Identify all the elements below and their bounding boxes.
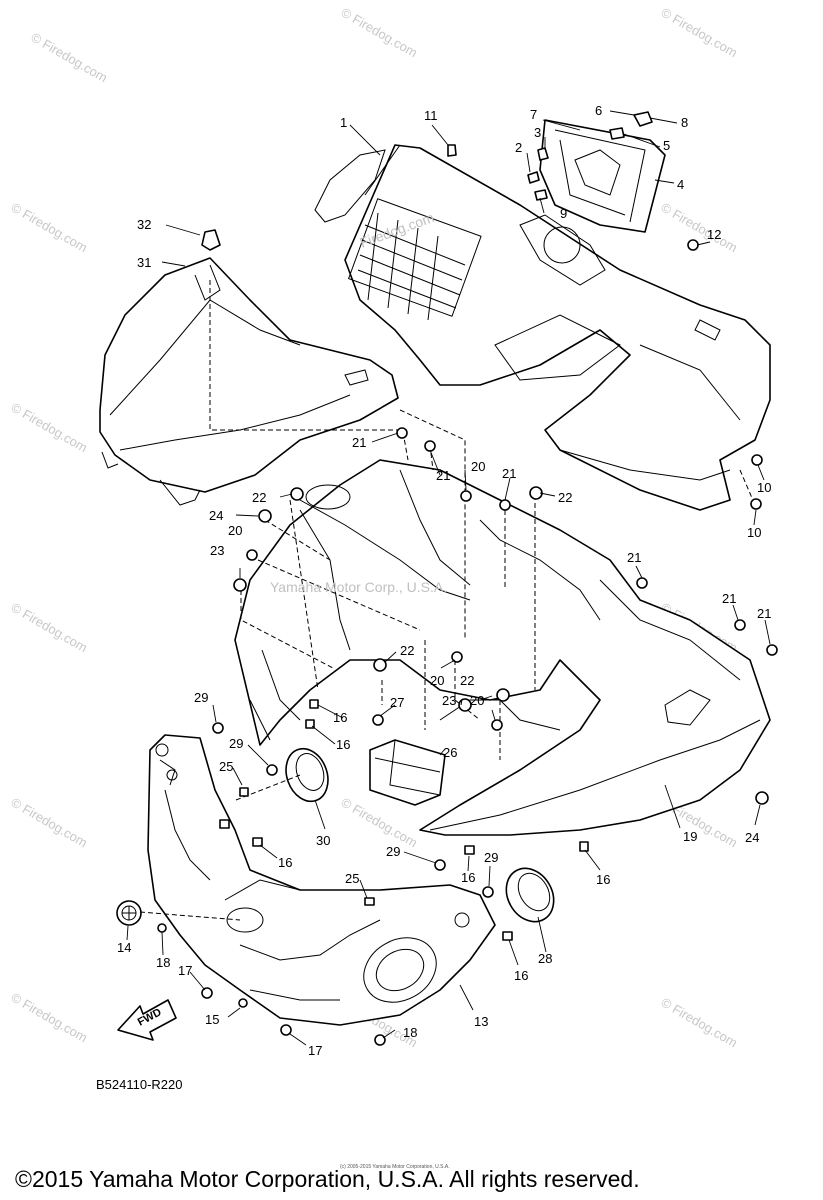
callout-10b: 10 bbox=[747, 525, 761, 540]
callout-13: 13 bbox=[474, 1014, 488, 1029]
callout-29a: 29 bbox=[194, 690, 208, 705]
callout-29c: 29 bbox=[386, 844, 400, 859]
callout-22a: 22 bbox=[252, 490, 266, 505]
callout-27: 27 bbox=[390, 695, 404, 710]
callout-24a: 24 bbox=[209, 508, 223, 523]
copyright-notice: ©2015 Yamaha Motor Corporation, U.S.A. A… bbox=[15, 1166, 640, 1192]
callout-28: 28 bbox=[538, 951, 552, 966]
callout-16b: 16 bbox=[336, 737, 350, 752]
callout-16f: 16 bbox=[514, 968, 528, 983]
mounting-bracket bbox=[369, 739, 446, 806]
watermark-text: © Firedog.com bbox=[29, 30, 111, 86]
callout-2: 2 bbox=[515, 140, 522, 155]
callout-21e: 21 bbox=[722, 591, 736, 606]
watermark-text: © Firedog.com bbox=[659, 200, 741, 256]
fine-print: (c) 2005-2015 Yamaha Motor Corporation, … bbox=[340, 1164, 450, 1170]
callout-24b: 24 bbox=[745, 830, 759, 845]
forward-direction-arrow: FWD bbox=[117, 999, 177, 1041]
callout-7: 7 bbox=[530, 107, 537, 122]
callout-12: 12 bbox=[707, 227, 721, 242]
callout-31: 31 bbox=[137, 255, 151, 270]
callout-16c: 16 bbox=[278, 855, 292, 870]
callout-22c: 22 bbox=[400, 643, 414, 658]
watermark-text: © Firedog.com bbox=[9, 400, 91, 456]
callout-18a: 18 bbox=[156, 955, 170, 970]
callout-20d: 20 bbox=[470, 693, 484, 708]
callout-6: 6 bbox=[595, 103, 602, 118]
callout-3: 3 bbox=[534, 125, 541, 140]
callout-26: 26 bbox=[443, 745, 457, 760]
callout-19: 19 bbox=[683, 829, 697, 844]
emblem-badge bbox=[116, 900, 142, 926]
watermark-text: © Firedog.com bbox=[9, 990, 91, 1046]
watermark-text: © Firedog.com bbox=[9, 600, 91, 656]
callout-21a: 21 bbox=[352, 435, 366, 450]
callout-5: 5 bbox=[663, 138, 670, 153]
callout-20b: 20 bbox=[228, 523, 242, 538]
headlight-ring-right bbox=[505, 867, 555, 923]
callout-16a: 16 bbox=[333, 710, 347, 725]
callout-30: 30 bbox=[316, 833, 330, 848]
callout-23b: 23 bbox=[442, 693, 456, 708]
callout-10a: 10 bbox=[757, 480, 771, 495]
callout-11: 11 bbox=[424, 108, 438, 123]
callout-17b: 17 bbox=[308, 1043, 322, 1058]
callout-1: 1 bbox=[340, 115, 347, 130]
callout-22d: 22 bbox=[460, 673, 474, 688]
fasteners bbox=[157, 111, 778, 1046]
callout-9: 9 bbox=[560, 206, 567, 221]
callout-29d: 29 bbox=[484, 850, 498, 865]
callout-16e: 16 bbox=[596, 872, 610, 887]
callout-15: 15 bbox=[205, 1012, 219, 1027]
callout-29b: 29 bbox=[229, 736, 243, 751]
front-cowl bbox=[234, 459, 771, 836]
front-cover-panel bbox=[99, 257, 399, 506]
callout-25a: 25 bbox=[219, 759, 233, 774]
center-watermark-text: Yamaha Motor Corp., U.S.A. bbox=[270, 579, 447, 595]
callout-20a: 20 bbox=[471, 459, 485, 474]
callout-23a: 23 bbox=[210, 543, 224, 558]
watermark-text: © Firedog.com bbox=[659, 5, 741, 61]
storage-tray bbox=[314, 144, 771, 511]
callout-4: 4 bbox=[677, 177, 684, 192]
leader-lines bbox=[126, 110, 771, 1046]
callout-21c: 21 bbox=[502, 466, 516, 481]
callout-20c: 20 bbox=[430, 673, 444, 688]
watermark-text: © Firedog.com bbox=[9, 200, 91, 256]
headlight-housing bbox=[147, 734, 496, 1026]
assembly-lines bbox=[139, 280, 756, 921]
callout-32: 32 bbox=[137, 217, 151, 232]
callout-21b: 21 bbox=[436, 468, 450, 483]
watermark-text: © Firedog.com bbox=[9, 795, 91, 851]
callout-21d: 21 bbox=[627, 550, 641, 565]
callout-22b: 22 bbox=[558, 490, 572, 505]
callout-25b: 25 bbox=[345, 871, 359, 886]
storage-lid bbox=[539, 119, 666, 233]
watermark-text: © Firedog.com bbox=[339, 5, 421, 61]
callout-labels: 1 2 3 4 5 6 7 8 9 10 10 11 12 13 14 15 1… bbox=[117, 103, 771, 1058]
diagram-reference-code: B524110-R220 bbox=[96, 1077, 183, 1092]
callout-14: 14 bbox=[117, 940, 131, 955]
callout-21f: 21 bbox=[757, 606, 771, 621]
watermark-text: © Firedog.com bbox=[659, 995, 741, 1051]
callout-17a: 17 bbox=[178, 963, 192, 978]
callout-8: 8 bbox=[681, 115, 688, 130]
callout-18b: 18 bbox=[403, 1025, 417, 1040]
callout-16d: 16 bbox=[461, 870, 475, 885]
headlight-ring-left bbox=[285, 747, 329, 803]
